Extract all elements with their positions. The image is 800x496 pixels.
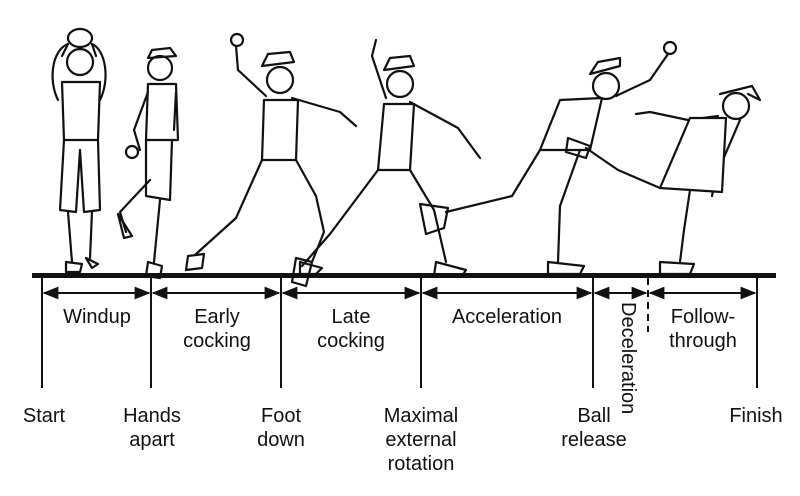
pitcher-figure-early-cocking — [184, 32, 358, 276]
pitcher-figure-acceleration — [418, 40, 678, 276]
event-label-maximal-external-rotation: Maximal external rotation — [383, 405, 459, 475]
phase-label-deceleration: Deceleration — [617, 302, 639, 415]
ground-line — [32, 273, 776, 278]
pitcher-figure-hands-apart — [116, 46, 180, 280]
pitcher-figure-follow-through — [564, 84, 762, 276]
event-label-finish: Finish — [729, 405, 783, 427]
event-label-start: Start — [22, 405, 66, 427]
event-label-ball-release: Ball release — [561, 405, 627, 451]
pitcher-figure-windup — [51, 27, 107, 274]
pitcher-figure-late-cocking — [290, 38, 482, 288]
phase-label-acceleration: Acceleration — [451, 306, 563, 328]
phase-label-early-cocking: Early cocking — [183, 306, 251, 352]
event-label-hands-apart: Hands apart — [123, 405, 181, 451]
event-label-foot-down: Foot down — [257, 405, 305, 451]
phase-label-follow-through: Follow- through — [669, 306, 737, 352]
phase-label-late-cocking: Late cocking — [317, 306, 385, 352]
phase-label-windup: Windup — [63, 306, 131, 328]
